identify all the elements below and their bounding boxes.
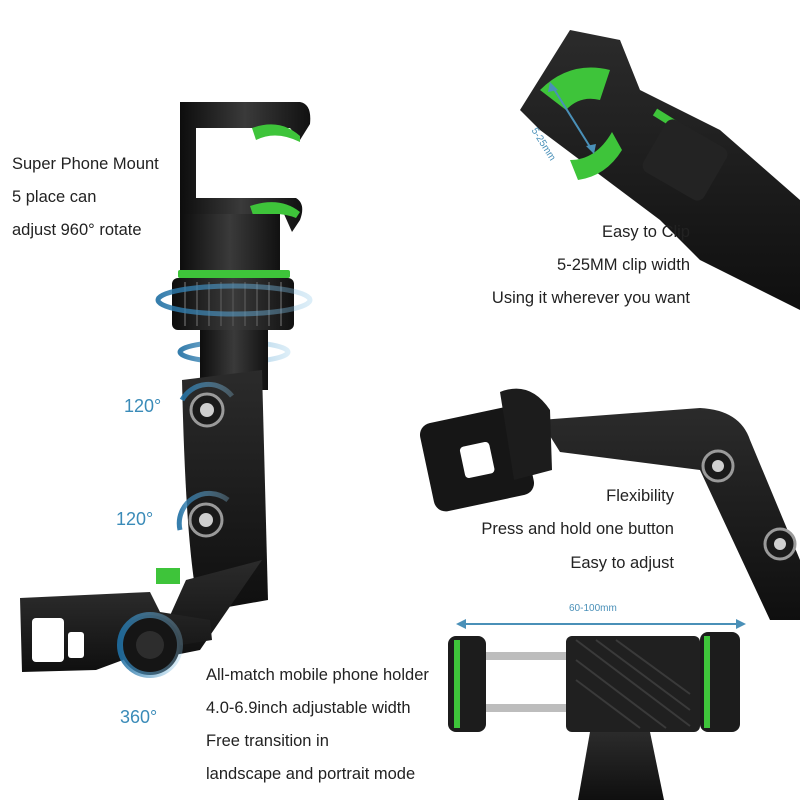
holder-detail (448, 619, 746, 800)
caption-top-left-line-2: 5 place can (12, 188, 97, 206)
rotation-label-ball-joint: 360° (120, 707, 158, 727)
clip-detail (520, 30, 800, 310)
caption-middle-right-line-2: Press and hold one button (481, 520, 674, 538)
holder-width-label: 60-100mm (569, 603, 617, 614)
caption-top-right-line-2: 5-25MM clip width (557, 256, 690, 274)
caption-top-right-line-1: Easy to Clip (601, 223, 690, 241)
caption-bottom-line-2: 4.0-6.9inch adjustable width (206, 699, 411, 717)
caption-top-left-line-3: adjust 960° rotate (12, 221, 142, 239)
main-mount (20, 102, 313, 678)
caption-bottom-line-3: Free transition in (206, 732, 329, 750)
flex-arm-detail (419, 388, 800, 620)
caption-bottom-line-4: landscape and portrait mode (206, 765, 416, 783)
caption-middle-right-line-1: Flexibility (606, 487, 674, 505)
caption-top-left-line-1: Super Phone Mount (12, 155, 159, 173)
caption-bottom-line-1: All-match mobile phone holder (206, 666, 429, 684)
rotation-label-upper-hinge: 120° (124, 396, 162, 416)
caption-middle-right-line-3: Easy to adjust (570, 554, 674, 572)
rotation-label-lower-hinge: 120° (116, 509, 154, 529)
caption-top-right-line-3: Using it wherever you want (491, 289, 690, 307)
